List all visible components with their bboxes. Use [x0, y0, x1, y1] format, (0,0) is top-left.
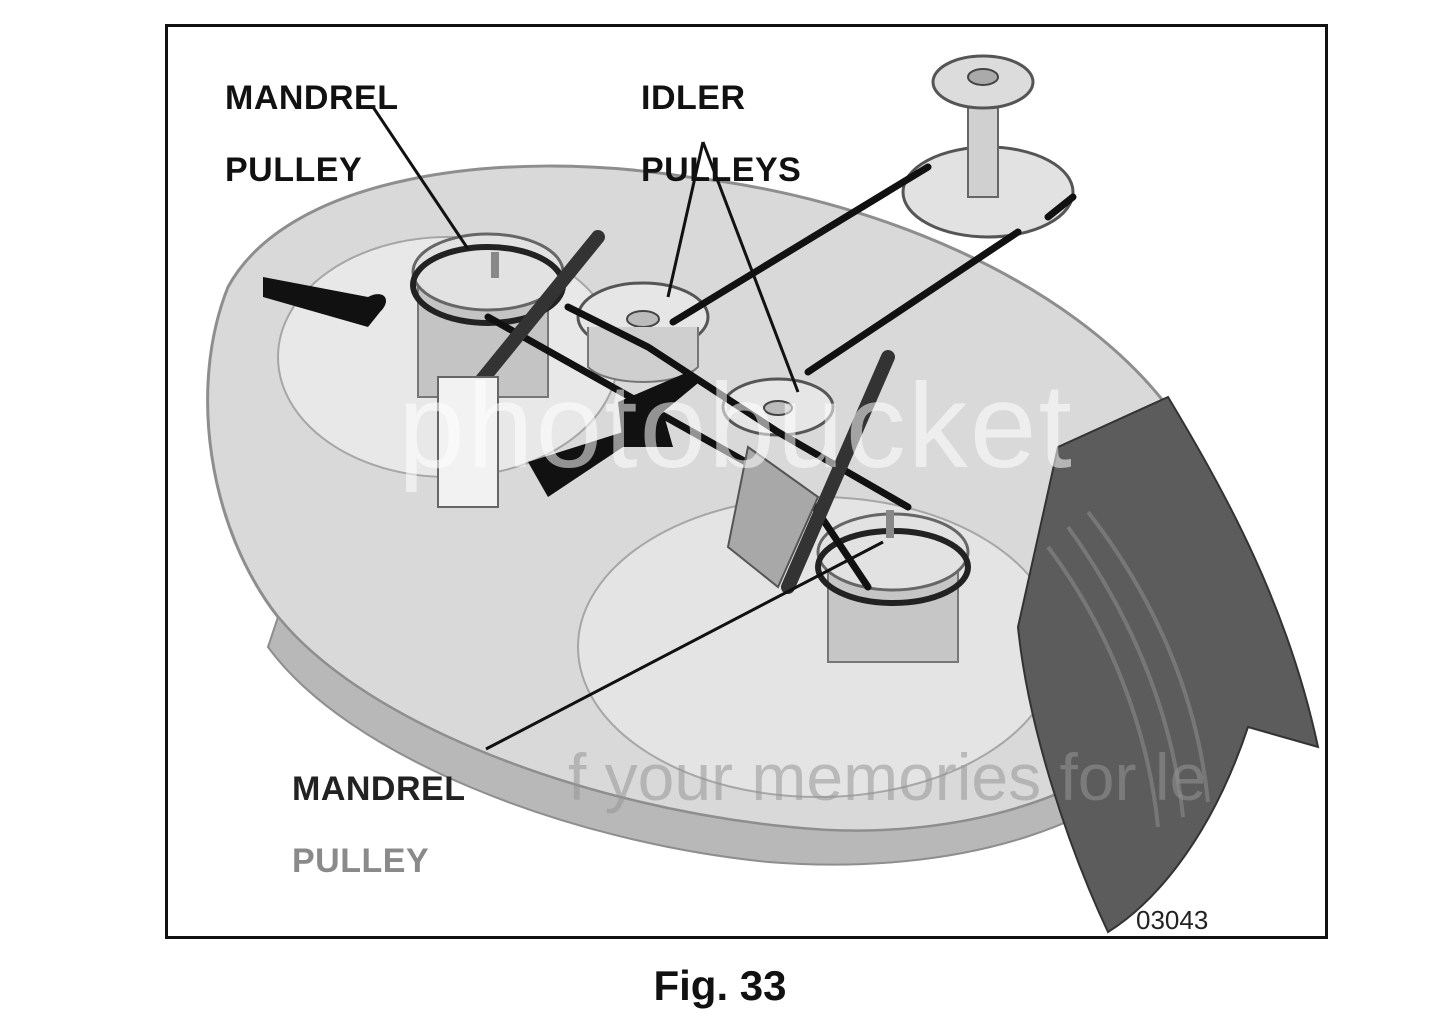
idler-pulley-1-base	[587, 327, 699, 383]
idler-pulley-1-hub	[626, 310, 660, 328]
hand-pointer-center	[528, 372, 703, 497]
idler-bracket	[726, 445, 820, 589]
figure-frame: MANDREL PULLEY IDLER PULLEYS MANDREL PUL…	[165, 24, 1328, 939]
discharge-chute	[1016, 395, 1320, 934]
chute-ribs	[1046, 510, 1210, 828]
idler-pulleys-label: IDLER PULLEYS	[641, 79, 802, 189]
mower-deck-illustration	[206, 54, 1320, 934]
mandrel-pulley-top-label: MANDREL PULLEY	[225, 79, 399, 189]
mandrel-pulley-bottom-label: MANDREL PULLEY	[292, 770, 466, 880]
leader-mandrel-bottom	[485, 540, 884, 751]
idler-pulley-2-hub	[763, 400, 793, 416]
mandrel-spindle-left	[491, 252, 499, 278]
leader-idler-1	[666, 141, 705, 298]
tension-bracket	[437, 376, 499, 508]
figure-caption: Fig. 33	[653, 962, 787, 1009]
deck-blade-housing-right	[577, 496, 1059, 798]
hand-pointer-left	[263, 277, 387, 327]
leader-idler-2	[701, 141, 800, 393]
engine-shaft-top	[967, 68, 999, 86]
part-number: 03043	[1136, 905, 1209, 935]
belt-guide-arm-right	[781, 350, 895, 594]
leader-mandrel-top	[371, 106, 470, 250]
belt-guide-arm-left	[461, 230, 605, 404]
mandrel-spindle-right	[886, 510, 894, 538]
